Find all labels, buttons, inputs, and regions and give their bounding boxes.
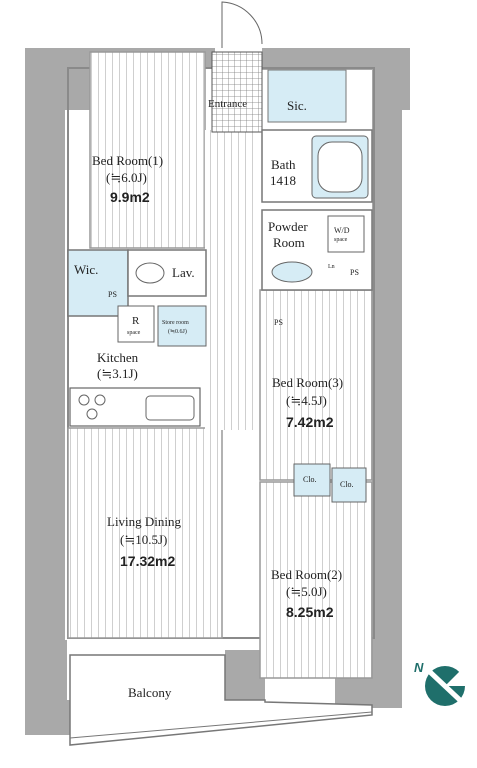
bedroom2-name: Bed Room(2) xyxy=(271,567,343,582)
wd-label: W/D xyxy=(334,226,350,235)
sic-label: Sic. xyxy=(287,98,307,113)
hall-floor xyxy=(205,130,257,430)
bedroom3-area: 7.42m2 xyxy=(286,414,334,430)
stove-burner xyxy=(94,394,106,406)
store-label: Store room xyxy=(162,320,189,326)
ps-label-1: PS xyxy=(108,290,117,299)
sic-closet xyxy=(267,69,347,123)
living-name: Living Dining xyxy=(107,514,182,529)
wd-space xyxy=(327,215,365,253)
living-area: 17.32m2 xyxy=(120,553,176,569)
ps-label-3: PS xyxy=(274,318,283,327)
bedroom2-area: 8.25m2 xyxy=(286,604,334,620)
clo2-box xyxy=(331,467,367,503)
wd-sub: space xyxy=(334,237,348,243)
bedroom2-floor xyxy=(259,481,373,679)
ln-label: Ln xyxy=(328,264,335,270)
north-compass xyxy=(425,666,466,706)
stove-burner xyxy=(78,394,90,406)
powder-label-1: Powder xyxy=(268,219,308,234)
entrance-label: Entrance xyxy=(208,98,248,110)
bedroom1-area: 9.9m2 xyxy=(110,189,150,205)
stove-burner xyxy=(86,408,98,420)
washbasin xyxy=(271,261,313,283)
store-room xyxy=(157,305,207,347)
toilet xyxy=(135,262,165,284)
r-space-label: R xyxy=(132,315,140,327)
powder-label-2: Room xyxy=(273,235,305,250)
wic-closet xyxy=(67,249,129,317)
r-space-sub: space xyxy=(127,330,141,336)
living-floor xyxy=(67,427,223,639)
lav-label: Lav. xyxy=(172,265,195,280)
entrance-tiles xyxy=(211,51,263,133)
clo1-box xyxy=(293,463,331,497)
bath-code: 1418 xyxy=(270,173,296,188)
north-letter: N xyxy=(414,660,424,675)
bedroom2-size: (≒5.0J) xyxy=(286,584,327,599)
bedroom3-size: (≒4.5J) xyxy=(286,393,327,408)
bath-label: Bath xyxy=(271,157,296,172)
store-size: (≒0.6J) xyxy=(168,329,187,335)
kitchen-sink xyxy=(145,395,195,421)
ps-label-2: PS xyxy=(350,268,359,277)
bathtub-inner xyxy=(317,141,363,193)
bedroom1-name: Bed Room(1) xyxy=(92,153,164,168)
clo2-label: Clo. xyxy=(340,480,354,489)
exterior-walls xyxy=(25,48,410,735)
bedroom3-name: Bed Room(3) xyxy=(272,375,344,390)
kitchen-label: Kitchen xyxy=(97,350,139,365)
balcony-area xyxy=(69,654,373,746)
bedroom1-floor xyxy=(89,51,206,249)
living-size: (≒10.5J) xyxy=(120,532,168,547)
bedroom1-size: (≒6.0J) xyxy=(106,170,147,185)
bedroom3-floor xyxy=(259,289,373,481)
r-space-box xyxy=(117,305,155,343)
wic-label: Wic. xyxy=(74,262,99,277)
clo1-label: Clo. xyxy=(303,475,317,484)
balcony-label: Balcony xyxy=(128,685,172,700)
entrance-door xyxy=(221,1,263,48)
kitchen-size: (≒3.1J) xyxy=(97,366,138,381)
